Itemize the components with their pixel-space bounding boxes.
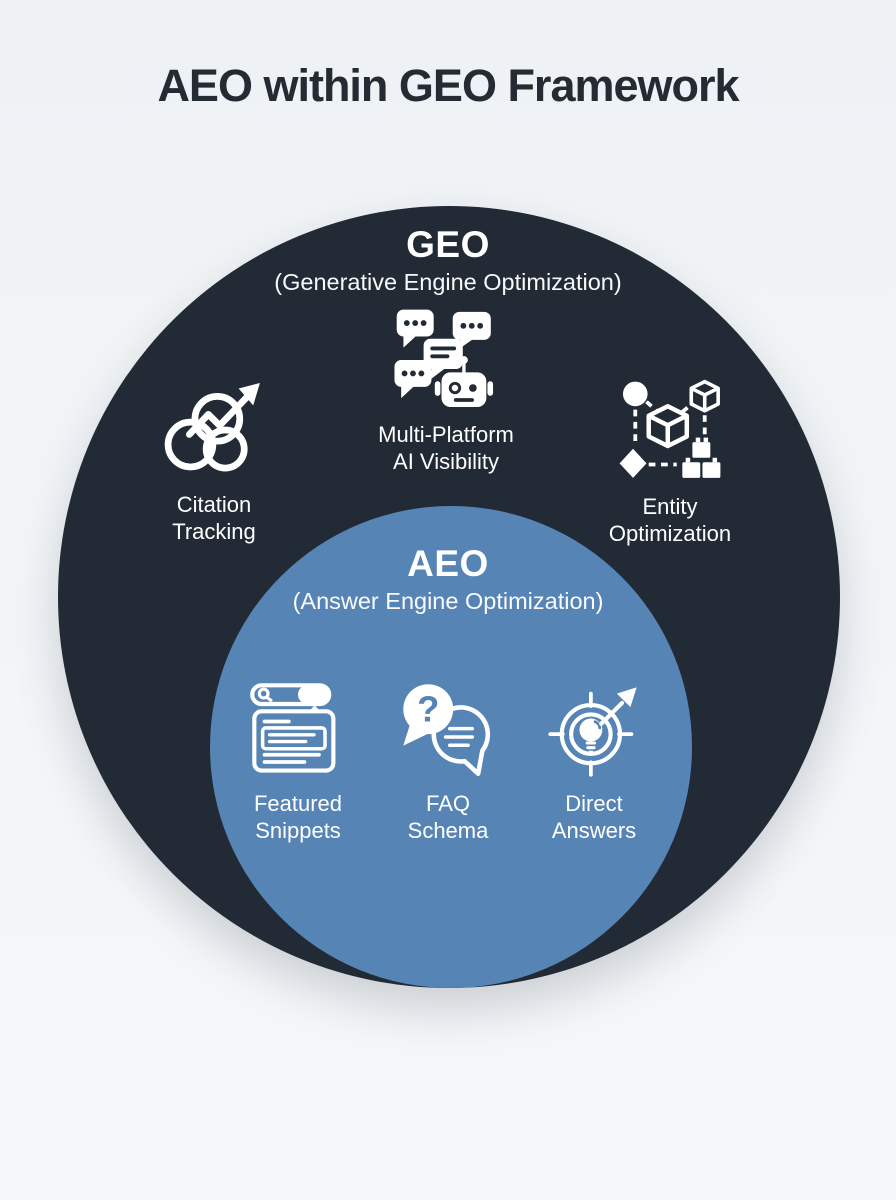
- citation-tracking-label: Citation Tracking: [172, 492, 256, 544]
- faq-schema-icon: ?: [403, 684, 491, 776]
- geo-title: GEO: [406, 224, 490, 265]
- aeo-heading: AEO (Answer Engine Optimization): [0, 543, 896, 615]
- entity-optimization-label: Entity Optimization: [608, 494, 732, 546]
- direct-answers-label: Direct Answers: [551, 791, 637, 843]
- feature-citation-tracking: Citation Tracking: [114, 374, 314, 546]
- geo-heading: GEO (Generative Engine Optimization): [0, 224, 896, 296]
- aeo-subtitle: (Answer Engine Optimization): [292, 588, 604, 614]
- feature-featured-snippets: Featured Snippets: [198, 678, 398, 845]
- feature-entity-optimization: Entity Optimization: [570, 376, 770, 548]
- faq-schema-label: FAQ Schema: [407, 791, 489, 843]
- feature-multi-platform-ai-visibility: Multi-Platform AI Visibility: [346, 304, 546, 476]
- citation-tracking-icon: [164, 382, 260, 472]
- page-title: AEO within GEO Framework: [157, 60, 739, 111]
- question-mark-glyph: ?: [417, 689, 439, 730]
- geo-subtitle: (Generative Engine Optimization): [274, 269, 622, 295]
- entity-optimization-icon: [619, 379, 721, 478]
- featured-snippets-icon: [250, 683, 336, 773]
- featured-snippets-label: Featured Snippets: [253, 791, 343, 843]
- multi-platform-ai-visibility-icon: [394, 309, 494, 408]
- direct-answers-icon: [548, 687, 637, 777]
- multi-platform-ai-visibility-label: Multi-Platform AI Visibility: [378, 422, 514, 474]
- feature-faq-schema: ? FAQ Schema: [348, 678, 548, 845]
- aeo-title: AEO: [407, 543, 489, 584]
- feature-direct-answers: Direct Answers: [494, 678, 694, 845]
